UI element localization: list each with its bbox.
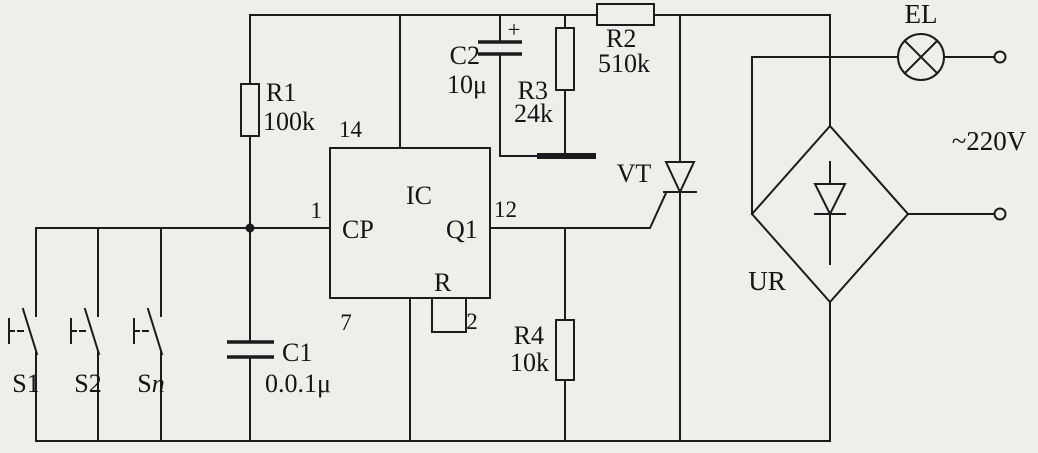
switch-sn-label-base: S — [137, 369, 151, 398]
switch-s2: S2 — [70, 307, 102, 398]
resistor-r3: R3 24k — [514, 27, 575, 128]
ic-pin-q1-label: Q1 — [446, 215, 478, 244]
lamp-cross-icon — [903, 39, 939, 75]
bridge-rectifier-ur: UR — [748, 124, 910, 304]
bridge-ur-label: UR — [748, 266, 786, 296]
resistor-r1-label: R1 — [266, 78, 296, 107]
resistor-r2-value: 510k — [598, 49, 650, 78]
terminal-bottom — [993, 207, 1007, 221]
switch-s1: S1 — [8, 307, 40, 398]
capacitor-c2: + C2 10μ — [447, 17, 522, 99]
thyristor-triangle — [664, 161, 696, 195]
resistor-r2: R2 510k — [596, 3, 655, 78]
ic-block: IC CP Q1 R 1 14 12 7 2 — [311, 117, 518, 335]
capacitor-c1: C1 0.0.1μ — [227, 338, 331, 398]
ic-pin-12-number: 12 — [494, 197, 517, 222]
switch-sn: Sn — [133, 307, 165, 398]
capacitor-c2-value: 10μ — [447, 70, 487, 99]
resistor-body — [555, 319, 575, 381]
ic-pin-1-number: 1 — [311, 198, 323, 223]
resistor-body — [555, 27, 575, 91]
ic-pin-cp-label: CP — [342, 215, 374, 244]
capacitor-c1-label: C1 — [282, 338, 312, 367]
resistor-r1-value: 100k — [263, 107, 315, 136]
switch-s1-label: S1 — [12, 369, 39, 398]
ic-body — [329, 147, 491, 299]
capacitor-c1-value: 0.0.1μ — [265, 369, 331, 398]
capacitor-c2-polarity: + — [508, 17, 521, 42]
switch-sn-label: Sn — [137, 369, 164, 398]
ic-pin-2-number: 2 — [466, 309, 478, 334]
resistor-r4: R4 10k — [510, 319, 575, 381]
wire-reset-pin-notch — [431, 297, 467, 333]
switch-s2-label: S2 — [74, 369, 101, 398]
resistor-r2-label: R2 — [606, 24, 636, 53]
thyristor-vt-label: VT — [617, 159, 652, 188]
resistor-body — [240, 83, 260, 137]
resistor-r1: R1 100k — [240, 78, 315, 137]
lamp-el-label: EL — [905, 0, 938, 29]
switch-sn-label-sub: n — [152, 369, 165, 398]
thyristor-vt: VT — [617, 159, 697, 195]
ic-pin-r-label: R — [434, 268, 452, 297]
ic-pin-14-number: 14 — [339, 117, 363, 142]
mains-terminals: ~220V — [952, 50, 1027, 221]
resistor-body — [596, 3, 655, 26]
switch-blade — [146, 307, 164, 356]
circuit-wires — [35, 14, 995, 442]
resistor-r3-label: R3 — [518, 76, 548, 105]
mains-voltage-label: ~220V — [952, 126, 1027, 156]
resistor-r4-value: 10k — [510, 348, 549, 377]
switch-blade — [21, 307, 39, 356]
lamp-el: EL — [897, 0, 945, 81]
ic-pin-7-number: 7 — [340, 310, 352, 335]
junction-dot — [245, 223, 255, 233]
ic-label: IC — [406, 181, 432, 210]
bridge-diode-triangle — [813, 183, 847, 217]
resistor-r3-value: 24k — [514, 99, 553, 128]
terminal-top — [993, 50, 1007, 64]
switch-blade — [83, 307, 101, 356]
wire-q1-to-gate — [489, 191, 668, 229]
resistor-r4-label: R4 — [514, 321, 544, 350]
wire-bridge-to-lamp — [751, 56, 899, 215]
capacitor-c2-label: C2 — [450, 41, 480, 70]
